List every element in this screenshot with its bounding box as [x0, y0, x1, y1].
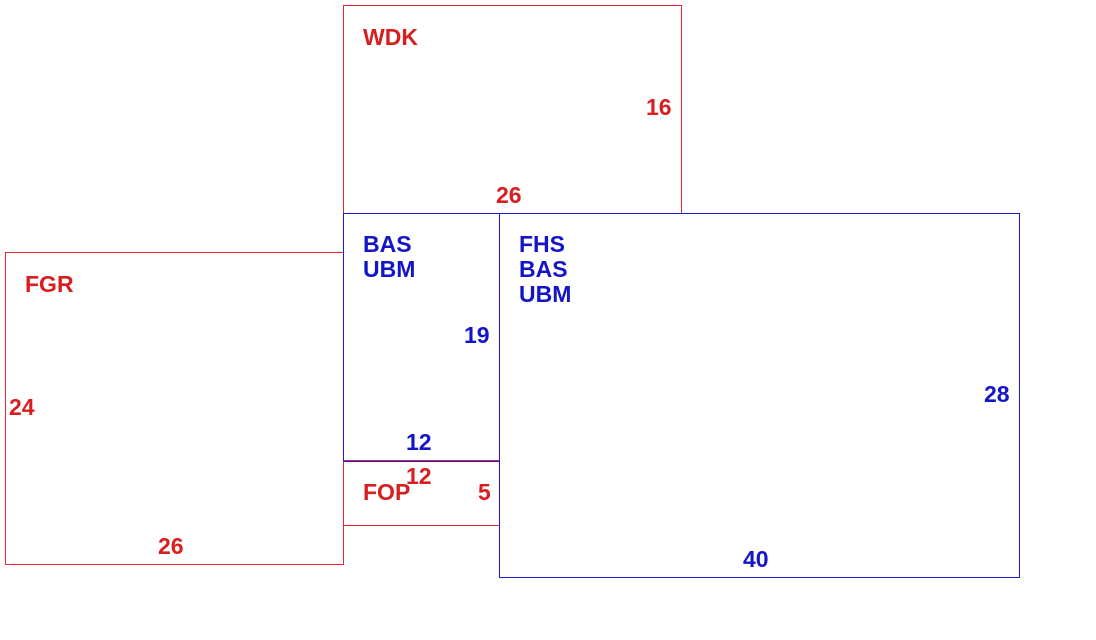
room-fop-top-dimension: 12 — [406, 463, 432, 489]
room-wdk-bottom-dimension: 26 — [496, 182, 522, 208]
room-fop-side-dimension: 5 — [478, 479, 491, 505]
room-fhs-bas-ubm-bottom-dimension: 40 — [743, 546, 769, 572]
room-bas-ubm-label-line-2: UBM — [363, 256, 416, 282]
room-fgr-outline — [5, 252, 344, 565]
room-bas-ubm-label-line-1: BAS — [363, 231, 412, 257]
room-wdk-label: WDK — [363, 24, 418, 50]
room-fgr-side-dimension: 24 — [9, 394, 35, 420]
room-bas-ubm-side-dimension: 19 — [464, 322, 490, 348]
room-fhs-bas-ubm-label-line-3: UBM — [519, 281, 572, 307]
room-fhs-bas-ubm-label-line-1: FHS — [519, 231, 565, 257]
room-fhs-bas-ubm-side-dimension: 28 — [984, 381, 1010, 407]
room-fgr-label: FGR — [25, 271, 74, 297]
room-fgr-bottom-dimension: 26 — [158, 533, 184, 559]
room-wdk-side-dimension: 16 — [646, 94, 672, 120]
room-fhs-bas-ubm-outline — [499, 213, 1020, 578]
room-fop-label: FOP — [363, 479, 411, 505]
room-bas-ubm-bottom-dimension: 12 — [406, 429, 432, 455]
room-fhs-bas-ubm-label-line-2: BAS — [519, 256, 568, 282]
